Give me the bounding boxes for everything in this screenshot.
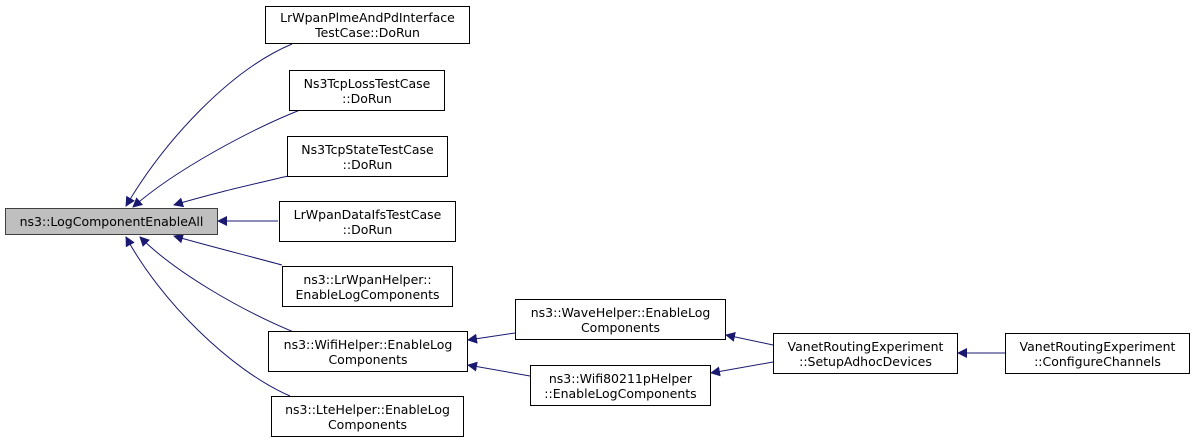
edge-lrwpanhelper-to-root	[173, 233, 283, 266]
node-lrwpan-data-ifs-testcase-dorun[interactable]: LrWpanDataIfsTestCase ::DoRun	[279, 201, 456, 242]
node-label: ::DoRun	[342, 156, 393, 172]
node-ns3tcp-state-testcase-dorun[interactable]: Ns3TcpStateTestCase ::DoRun	[287, 136, 448, 177]
node-label: ns3::LteHelper::EnableLog	[285, 401, 450, 417]
node-wifi-helper-enable-log-components[interactable]: ns3::WifiHelper::EnableLog Components	[268, 331, 468, 372]
node-label: VanetRoutingExperiment	[1019, 338, 1176, 354]
node-label: EnableLogComponents	[295, 286, 440, 302]
node-label: Ns3TcpLossTestCase	[303, 75, 431, 91]
node-label: Components	[327, 416, 408, 432]
node-label: ns3::WifiHelper::EnableLog	[283, 336, 453, 352]
edge-tcpstate-to-root	[173, 175, 289, 208]
node-label: ::DoRun	[342, 221, 393, 237]
node-wifi80211p-helper-enable-log-components[interactable]: ns3::Wifi80211pHelper ::EnableLogCompone…	[530, 365, 711, 406]
node-label: ns3::LogComponentEnableAll	[19, 214, 204, 229]
edge-setupadhoc-to-wavehelper	[725, 331, 774, 346]
node-label: Components	[328, 351, 408, 367]
node-wave-helper-enable-log-components[interactable]: ns3::WaveHelper::EnableLog Components	[515, 299, 726, 340]
edge-wifi80211p-to-wifihelper	[467, 361, 531, 377]
edge-wavehelper-to-wifihelper	[467, 332, 516, 344]
node-label: ns3::WaveHelper::EnableLog	[530, 304, 711, 320]
node-vanet-routing-experiment-configure-channels[interactable]: VanetRoutingExperiment ::ConfigureChanne…	[1005, 333, 1190, 374]
node-vanet-routing-experiment-setup-adhoc-devices[interactable]: VanetRoutingExperiment ::SetupAdhocDevic…	[773, 333, 958, 374]
edge-tcploss-to-root	[132, 109, 301, 208]
node-label: LrWpanDataIfsTestCase	[293, 206, 442, 222]
node-log-component-enable-all[interactable]: ns3::LogComponentEnableAll	[5, 208, 218, 235]
edge-ltehelper-to-root	[125, 236, 291, 397]
node-label: ::EnableLogComponents	[544, 385, 697, 401]
node-label: TestCase::DoRun	[315, 25, 420, 40]
node-label: ns3::Wifi80211pHelper	[548, 370, 693, 386]
node-label: LrWpanPlmeAndPdInterface	[280, 10, 455, 25]
node-label: ::SetupAdhocDevices	[799, 353, 932, 369]
node-lrwpan-plme-pd-interface-testcase-dorun[interactable]: LrWpanPlmeAndPdInterface TestCase::DoRun	[265, 6, 470, 44]
node-label: ::ConfigureChannels	[1034, 353, 1161, 369]
edge-setupadhoc-to-wifi80211p	[710, 361, 774, 377]
edge-plme-to-root	[125, 43, 293, 207]
node-label: VanetRoutingExperiment	[787, 338, 944, 354]
node-label: ::DoRun	[342, 90, 392, 106]
node-label: ns3::LrWpanHelper::	[303, 271, 432, 287]
node-ns3tcp-loss-testcase-dorun[interactable]: Ns3TcpLossTestCase ::DoRun	[289, 70, 445, 111]
node-label: Components	[580, 319, 661, 335]
node-lrwpan-helper-enable-log-components[interactable]: ns3::LrWpanHelper:: EnableLogComponents	[282, 266, 453, 307]
node-lte-helper-enable-log-components[interactable]: ns3::LteHelper::EnableLog Components	[271, 396, 464, 437]
node-label: Ns3TcpStateTestCase	[301, 141, 434, 157]
edge-wifihelper-to-root	[139, 236, 297, 334]
